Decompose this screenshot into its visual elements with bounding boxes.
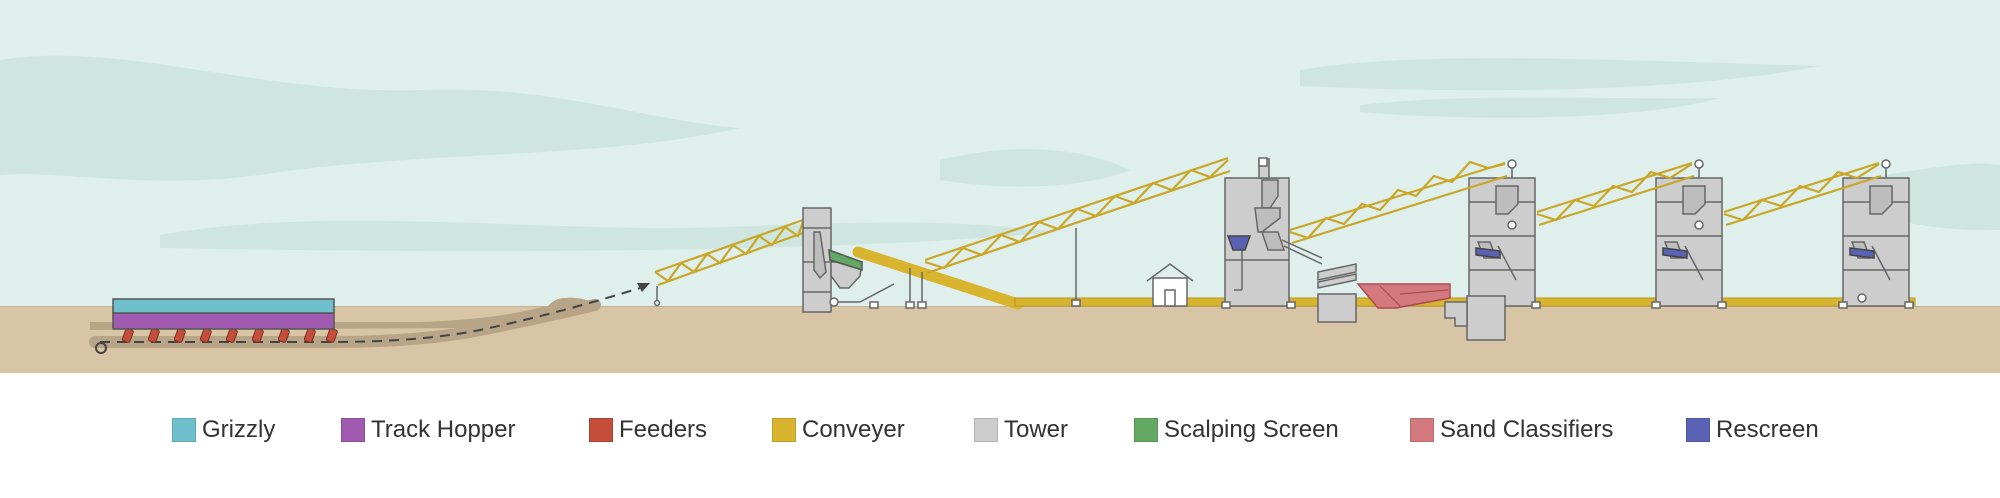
belt-arrow-head [637,283,650,292]
legend-swatch-rescreen [1686,418,1710,442]
legend-label-feeders: Feeders [619,416,708,443]
legend-swatch-grizzly [172,418,196,442]
legend-label-scalping-screen: Scalping Screen [1164,416,1339,443]
legend-item-scalping-screen: Scalping Screen [1134,415,1339,445]
legend-swatch-scalping-screen [1134,418,1158,442]
legend-swatch-conveyer [772,418,796,442]
legend-swatch-sand-classifiers [1410,418,1434,442]
belt-path-dashed [100,287,641,343]
conveyor-2 [852,246,1024,310]
rescreen-1 [1226,235,1252,251]
grizzly [112,298,335,314]
legend-label-sand-classifiers: Sand Classifiers [1440,416,1614,443]
conveyor-3 [924,156,1231,275]
legend-label-conveyer: Conveyer [802,416,905,443]
conveyor-1 [654,218,805,287]
legend-swatch-tower [974,418,998,442]
rescreen-4 [1849,247,1875,259]
conveyor-4 [1289,160,1508,245]
sand-classifier [1356,283,1451,309]
belt-tail-pulley [95,342,107,354]
legend-item-conveyer: Conveyer [772,415,905,445]
dirt-ramp [90,297,600,330]
legend-item-grizzly: Grizzly [172,415,275,445]
legend-swatch-track-hopper [341,418,365,442]
legend-swatch-feeders [589,418,613,442]
primary-tower [802,207,895,313]
legend-item-track-hopper: Track Hopper [341,415,516,445]
legend-label-rescreen: Rescreen [1716,416,1819,443]
rescreen-2 [1475,247,1501,259]
legend-label-tower: Tower [1004,416,1069,443]
feeders [121,328,338,343]
tower-4 [1651,159,1727,309]
tower-5 [1838,159,1914,309]
sand-classifier-detail [1379,285,1449,307]
legend-item-rescreen: Rescreen [1686,415,1819,445]
legend-item-tower: Tower [974,415,1068,445]
legend: Grizzly Track Hopper Feeders Conveyer To… [0,395,2000,465]
house [1146,263,1194,307]
track-hopper [112,312,335,330]
conveyor-6 [1723,161,1882,227]
plant-diagram [0,0,2000,373]
scalping-screen [828,248,863,272]
screen-deck [1317,263,1357,323]
conveyor-3-support [1071,228,1081,307]
legend-item-feeders: Feeders [589,415,707,445]
conveyor-2-supports [905,268,927,309]
legend-label-track-hopper: Track Hopper [371,416,516,443]
legend-item-sand-classifiers: Sand Classifiers [1410,415,1613,445]
conveyor-1-support [653,286,661,307]
conveyor-5 [1536,161,1695,227]
legend-label-grizzly: Grizzly [202,416,276,443]
rescreen-3 [1662,247,1688,259]
